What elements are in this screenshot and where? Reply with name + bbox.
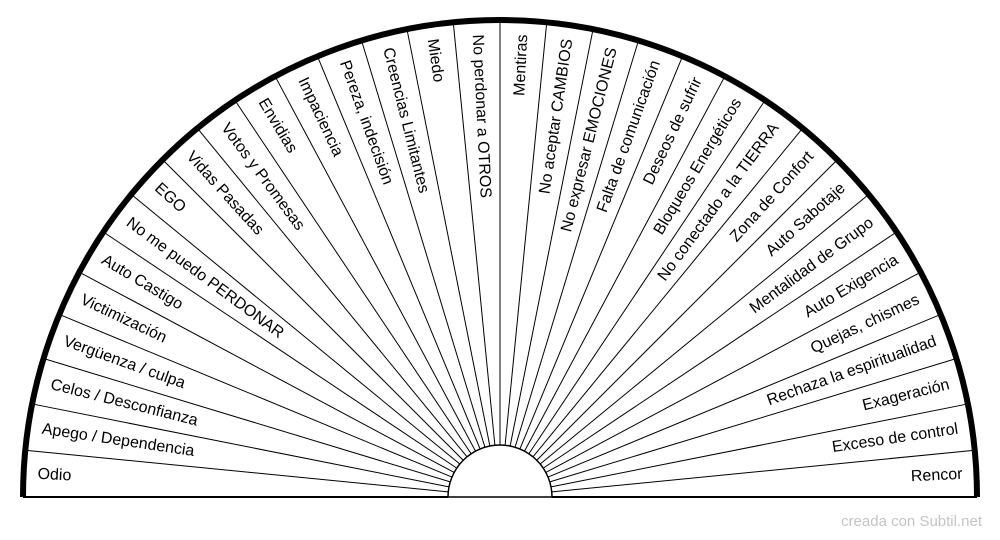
sector-divider xyxy=(551,449,975,493)
sector-label: Mentiras xyxy=(511,34,531,96)
sector-label: Exageración xyxy=(861,376,951,414)
sector-divider xyxy=(274,76,476,452)
sector-divider xyxy=(547,313,941,478)
sector-label: EGO xyxy=(151,180,189,216)
sector-divider xyxy=(504,22,548,446)
sector-label: Envidias xyxy=(255,96,301,157)
sector-divider xyxy=(452,22,496,446)
sector-label: Rencor xyxy=(911,466,964,486)
outer-rim xyxy=(20,17,980,498)
sector-divider xyxy=(514,40,639,448)
sector-divider xyxy=(406,29,491,447)
sector-label: Impaciencia xyxy=(294,75,346,160)
sector-divider xyxy=(536,159,838,461)
credit-text: creada con Subtil.net xyxy=(841,513,982,530)
sector-label: Odio xyxy=(37,466,72,485)
sector-divider xyxy=(550,403,968,488)
sector-divider xyxy=(545,271,921,473)
sector-divider xyxy=(542,231,897,469)
sector-divider xyxy=(130,194,461,465)
sector-divider xyxy=(528,100,766,455)
sector-divider xyxy=(361,40,486,448)
sector-divider xyxy=(234,100,472,455)
sector-divider xyxy=(79,271,455,473)
sector-divider xyxy=(103,231,458,469)
sector-divider xyxy=(25,449,449,493)
sector-divider xyxy=(32,403,450,488)
sector-divider xyxy=(549,358,957,483)
sector-divider xyxy=(197,127,468,458)
sector-divider xyxy=(519,56,684,450)
center-hub xyxy=(447,444,553,498)
sector-divider xyxy=(59,313,453,478)
sector-divider xyxy=(532,127,803,458)
sector-label: Miedo xyxy=(424,38,447,84)
sector-divider xyxy=(539,194,870,465)
sector-divider xyxy=(509,29,594,447)
sector-divider xyxy=(43,358,451,483)
sector-divider xyxy=(316,56,481,450)
sector-label: No perdonar a OTROS xyxy=(469,34,494,198)
sector-divider xyxy=(162,159,464,461)
sector-label: Exceso de control xyxy=(831,421,959,456)
sector-dividers xyxy=(23,20,977,498)
sector-divider xyxy=(524,76,726,452)
